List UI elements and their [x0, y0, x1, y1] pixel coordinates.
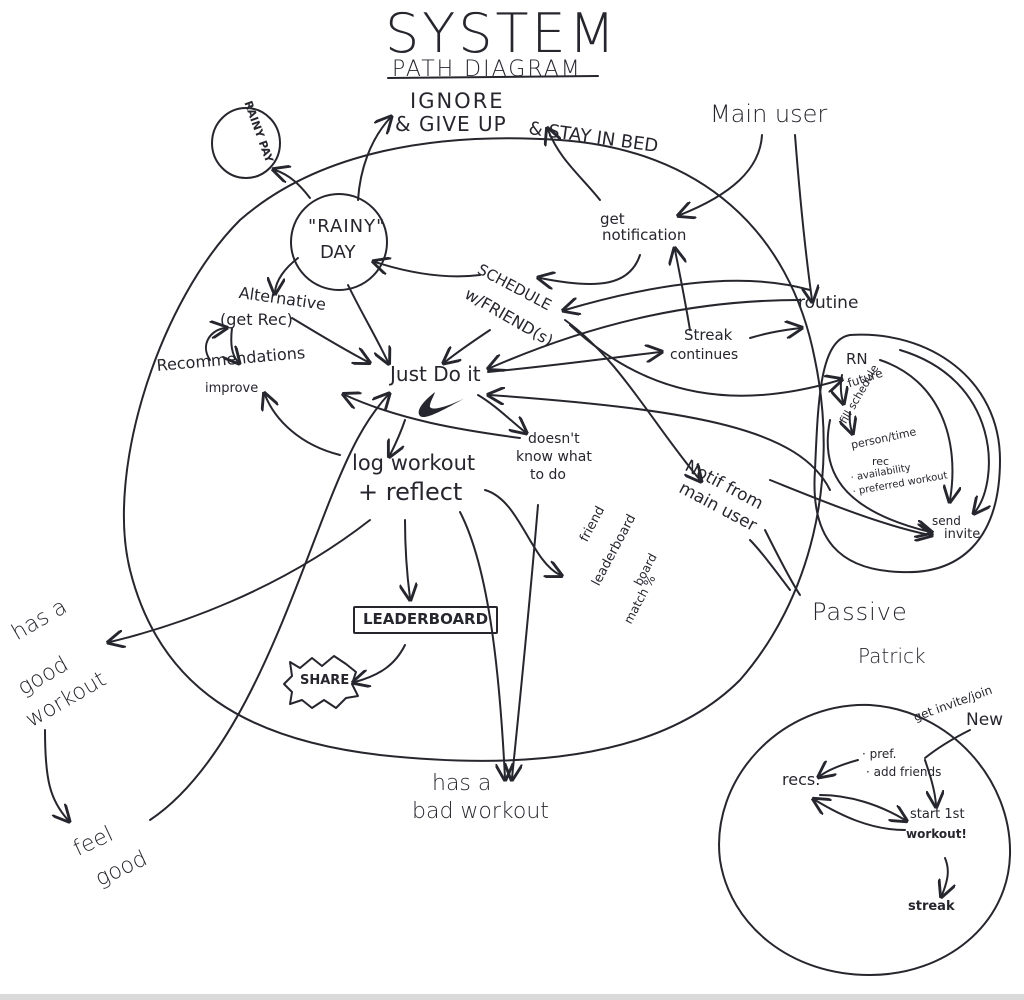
node-add-friends: · add friends: [866, 765, 942, 779]
node-passive-1: Passive: [812, 598, 908, 626]
node-main-user: Main user: [710, 100, 828, 128]
node-send-invite-1: send: [932, 514, 961, 528]
arrow-rainy-to-justdoit: [347, 284, 388, 362]
arrow-rainy-to-alternative: [275, 257, 299, 292]
node-send-invite-2: invite: [944, 527, 981, 542]
node-doesnt-know-3: to do: [530, 467, 566, 483]
rn-loop-circle: [813, 333, 1001, 574]
arrow-new-to-start: [924, 759, 936, 805]
rainy-day-bubble: [290, 193, 388, 291]
node-get-notification-1: get: [600, 210, 625, 228]
node-give-up: & GIVE UP: [395, 112, 507, 136]
page-subtitle: PATH DIAGRAM: [392, 57, 582, 82]
arrow-schedule-to-justdoit: [445, 329, 491, 362]
node-ignore: IGNORE: [410, 89, 505, 113]
arrow-doesntknow-to-badworkout: [512, 504, 539, 778]
arrow-alternative-to-justdoit: [291, 317, 368, 362]
system-boundary-circle: [122, 137, 825, 762]
node-share: SHARE: [300, 673, 350, 688]
node-rainy-day-1: "RAINY": [308, 216, 386, 237]
arrow-notification-to-stayinbed: [548, 130, 601, 201]
node-routine: routine: [798, 293, 859, 313]
page-title: SYSTEM: [385, 2, 619, 65]
node-streak: streak: [908, 899, 955, 914]
bottom-edge: [0, 994, 1024, 1000]
arrow-streak-to-routine: [749, 328, 800, 339]
node-start-first-1: start 1st: [910, 807, 965, 822]
arrow-log-to-recommendations: [265, 395, 341, 456]
node-rainy-day-2: DAY: [320, 242, 356, 263]
arrow-notif-to-justdoit: [490, 395, 831, 491]
node-recs: recs.: [782, 770, 821, 789]
node-log-workout-1: log workout: [352, 451, 476, 475]
arrow-rainy-to-ignore: [357, 118, 390, 201]
node-doesnt-know-1: doesn't: [528, 431, 580, 447]
node-passive-2: Patrick: [858, 644, 926, 668]
arrow-rn-to-future: [841, 374, 843, 402]
node-rec: rec: [872, 455, 890, 468]
arrow-log-to-leaderboard: [405, 519, 410, 598]
arrow-rainy-to-rainypay: [275, 170, 311, 199]
node-streak-continues-2: continues: [670, 347, 739, 363]
arrow-leaderboard-to-share: [355, 644, 406, 682]
arrow-recs-to-start: [819, 794, 905, 820]
arrow-alternative-to-recommendations: [231, 327, 238, 362]
arrow-log-to-badworkout: [459, 511, 505, 778]
node-just-do-it: Just Do it: [390, 362, 481, 386]
arrow-streak-to-notification: [675, 250, 691, 331]
arrow-pref-to-recs: [820, 759, 859, 776]
arrow-notification-to-schedule: [540, 254, 641, 284]
arrow-doesntknow-to-alternative: [345, 395, 521, 439]
node-new-user: New: [966, 710, 1004, 730]
share-starburst: [283, 655, 359, 709]
rainy-pay-bubble: [211, 107, 281, 179]
node-log-workout-2: + reflect: [358, 478, 463, 506]
node-rn: RN: [846, 350, 868, 368]
swoosh-icon: [418, 392, 465, 418]
node-bad-workout-1: has a: [432, 771, 492, 796]
title-underline: [387, 75, 599, 79]
arrow-rn-to-sendinvite: [879, 359, 952, 500]
arrow-feelgood-to-justdoit: [149, 395, 388, 821]
arrow-future-to-fill: [850, 411, 852, 432]
node-recommendations-2: improve: [205, 381, 259, 396]
node-leaderboard: LEADERBOARD: [353, 606, 499, 634]
node-doesnt-know-2: know what: [516, 449, 592, 465]
arrow-recommendations-loop: [205, 328, 225, 361]
arrow-justdoit-to-log: [390, 419, 406, 455]
arrow-mainuser-to-routine: [794, 134, 812, 300]
arrow-routine-to-schedule: [565, 279, 811, 310]
arrow-mainuser-to-notification: [680, 134, 763, 215]
arrow-justdoit-to-streak: [487, 352, 660, 373]
arrow-justdoit-to-doesntknow: [477, 394, 525, 432]
arrow-start-to-recs: [815, 800, 906, 831]
node-streak-continues-1: Streak: [684, 326, 733, 344]
node-bad-workout-2: bad workout: [412, 799, 549, 824]
node-get-notification-2: notification: [602, 226, 687, 244]
arrow-schedule-to-notif: [564, 319, 700, 480]
arrow-rnloop-to-sendinvite: [899, 349, 989, 512]
arrow-goodworkout-to-feelgood: [44, 729, 68, 820]
arrow-log-to-goodworkout: [110, 519, 371, 642]
new-user-circle: [718, 703, 1012, 976]
arrow-new-to-pref: [924, 729, 971, 759]
arrow-passive-to-notif: [749, 539, 791, 591]
arrow-log-to-friendlb: [484, 489, 560, 575]
node-alternative-2: (get Rec): [220, 310, 293, 329]
arrow-notif-to-sendinvite: [769, 479, 930, 535]
arrow-routine-to-justdoit: [490, 299, 801, 368]
arrow-schedule-to-rainy: [375, 262, 481, 278]
arrow-passive-to-feel: [764, 529, 801, 596]
arrow-schedule-to-rn: [569, 324, 840, 397]
node-start-first-2: workout!: [906, 827, 967, 841]
node-pref: · pref.: [862, 747, 897, 761]
arrow-start-to-streak: [942, 857, 948, 895]
arrow-fill-to-sendinvite: [826, 419, 930, 532]
